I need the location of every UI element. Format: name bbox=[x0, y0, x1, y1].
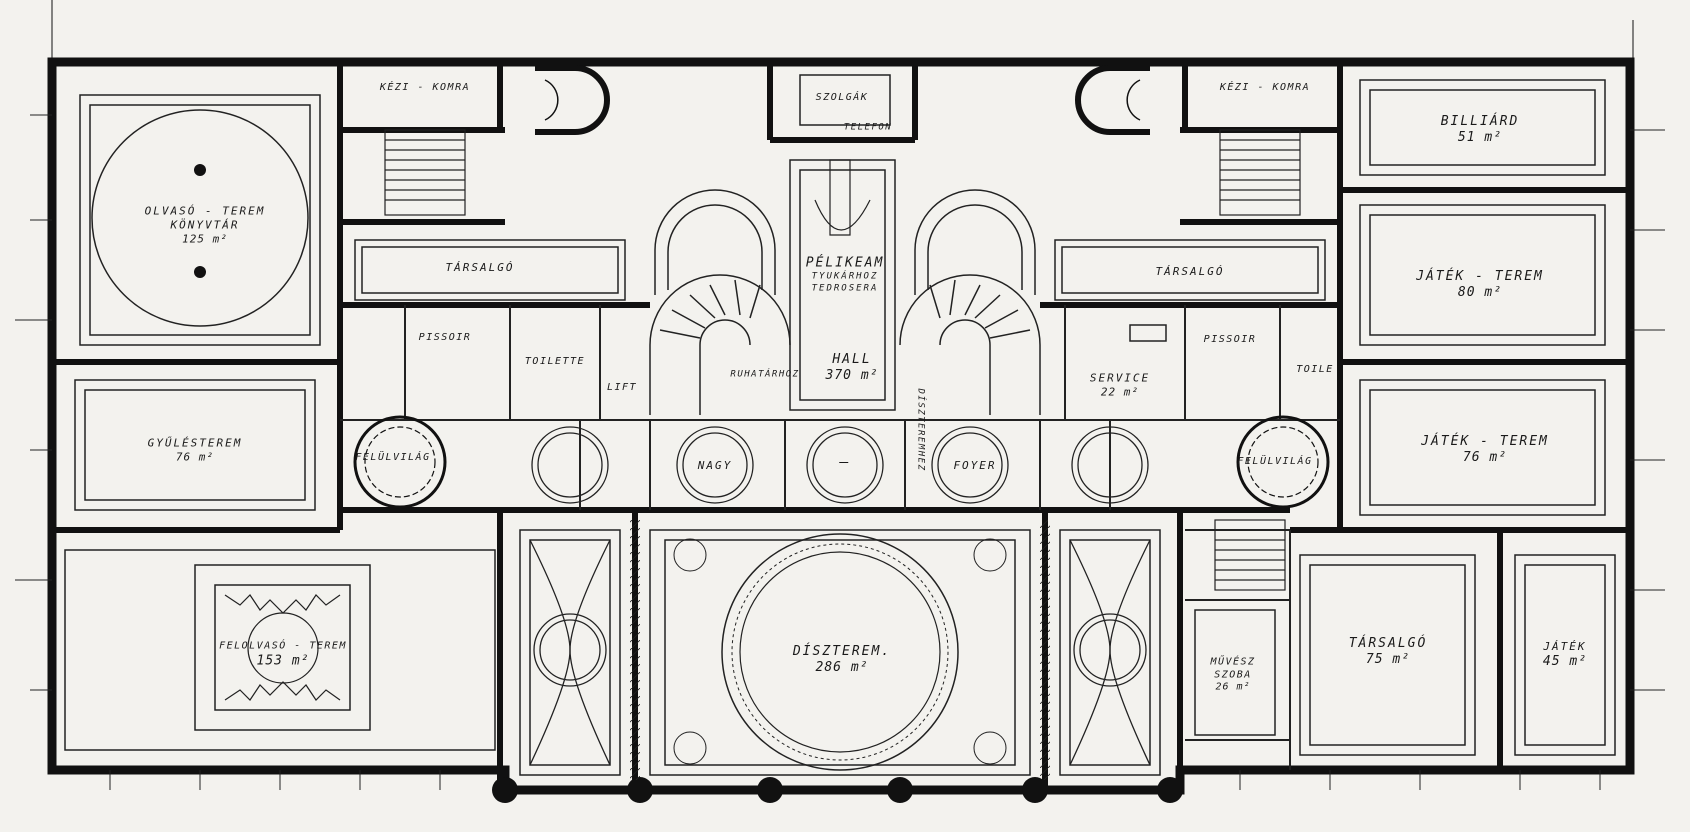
room-name: FELÜLVILÁG bbox=[1237, 455, 1313, 467]
room-area: 75 m² bbox=[1365, 652, 1411, 667]
room-name: FELÜLVILÁG bbox=[355, 451, 431, 463]
room-name: NAGY bbox=[697, 459, 733, 473]
room-area: 22 m² bbox=[1100, 385, 1140, 398]
room-name: TÁRSALGÓ bbox=[445, 261, 515, 275]
room-lift: LIFT bbox=[607, 382, 637, 395]
room-name: DÍSZTEREMHEZ bbox=[915, 388, 926, 472]
room-area: 125 m² bbox=[182, 231, 228, 245]
room-name: JÁTÉK - TEREM bbox=[1416, 268, 1544, 284]
straight-stairs bbox=[384, 129, 1301, 591]
room-name: – bbox=[839, 452, 851, 471]
room-pissoir-right: PISSOIR bbox=[1204, 334, 1257, 347]
room-name: TELEFON bbox=[843, 122, 893, 133]
room-name: MŰVÉSZ bbox=[1210, 656, 1256, 668]
foyer-ornaments bbox=[531, 426, 1149, 504]
room-lounge-75: TÁRSALGÓ 75 m² bbox=[1349, 636, 1428, 669]
room-name: KÉZI - KOMRA bbox=[379, 81, 471, 93]
label-to-ballroom: DÍSZTEREMHEZ bbox=[914, 388, 926, 472]
room-name: JÁTÉK - TEREM bbox=[1421, 433, 1549, 449]
room-billiard: BILLIÁRD 51 m² bbox=[1441, 114, 1520, 147]
room-area: 51 m² bbox=[1457, 130, 1503, 145]
room-service: SERVICE 22 m² bbox=[1090, 371, 1150, 399]
room-area: 76 m² bbox=[175, 450, 215, 463]
room-name: JÁTÉK bbox=[1543, 640, 1587, 653]
room-game-80: JÁTÉK - TEREM 80 m² bbox=[1416, 269, 1544, 302]
stair-towers bbox=[535, 65, 1150, 135]
foyer-label-dash: – bbox=[839, 453, 850, 472]
room-area: 80 m² bbox=[1457, 285, 1503, 300]
room-hand-storage-right: KÉZI - KOMRA bbox=[1220, 82, 1310, 95]
room-name: DÍSZTEREM. bbox=[792, 643, 892, 659]
room-assembly: GYŰLÉSTEREM 76 m² bbox=[148, 436, 243, 464]
dimension-ticks bbox=[15, 114, 1665, 790]
room-name: RUHATÁRHOZ bbox=[730, 369, 800, 380]
room-name: LIFT bbox=[606, 381, 638, 393]
room-game-45: JÁTÉK 45 m² bbox=[1543, 640, 1587, 670]
foyer-label-nagy: NAGY bbox=[698, 459, 733, 473]
room-hall: HALL 370 m² bbox=[826, 352, 879, 385]
room-name: GYŰLÉSTEREM bbox=[147, 436, 243, 450]
ballroom-ceiling bbox=[673, 533, 1007, 771]
room-name: KÉZI - KOMRA bbox=[1219, 81, 1311, 93]
room-name: SERVICE bbox=[1089, 371, 1151, 385]
room-ballroom: DÍSZTEREM. 286 m² bbox=[793, 644, 891, 677]
room-name: BILLIÁRD bbox=[1440, 113, 1520, 129]
label-to-cloakroom: RUHATÁRHOZ bbox=[730, 369, 799, 380]
room-name: TOILE bbox=[1296, 363, 1334, 375]
interior-walls bbox=[52, 62, 1630, 790]
skylight-label-right: FELÜLVILÁG bbox=[1237, 456, 1312, 469]
foyer-label-foyer: FOYER bbox=[953, 459, 996, 473]
room-area: 370 m² bbox=[825, 368, 879, 383]
room-name: TOILETTE bbox=[524, 355, 586, 367]
room-subname: SZOBA bbox=[1214, 668, 1252, 680]
room-name: PISSOIR bbox=[1203, 333, 1257, 345]
room-name: OLVASÓ - TEREM bbox=[144, 204, 266, 218]
room-pelikeam: PÉLIKEAM TYUKÁRHOZ TEDROSERA bbox=[806, 256, 885, 295]
room-name: PÉLIKEAM bbox=[805, 255, 885, 271]
room-name: FELOLVASÓ - TEREM bbox=[219, 640, 347, 652]
room-area: 45 m² bbox=[1542, 653, 1588, 669]
room-subname: KÖNYVTÁR bbox=[170, 218, 240, 232]
room-area: 153 m² bbox=[256, 653, 310, 669]
room-name: TÁRSALGÓ bbox=[1155, 265, 1225, 279]
room-lounge-right: TÁRSALGÓ bbox=[1156, 265, 1225, 279]
room-toile: TOILE bbox=[1296, 364, 1334, 377]
skylight-label-left: FELÜLVILÁG bbox=[355, 452, 430, 465]
room-pissoir-left: PISSOIR bbox=[419, 332, 472, 345]
spiral-stairs bbox=[649, 189, 1041, 415]
room-game-76: JÁTÉK - TEREM 76 m² bbox=[1421, 434, 1549, 467]
reading-room-ceiling bbox=[91, 109, 309, 327]
side-panel-ornaments bbox=[529, 539, 1151, 766]
room-hand-storage-left: KÉZI - KOMRA bbox=[380, 82, 470, 95]
room-artist: MŰVÉSZ SZOBA 26 m² bbox=[1210, 656, 1255, 694]
room-lounge-left: TÁRSALGÓ bbox=[446, 261, 515, 275]
room-lecture-hall: FELOLVASÓ - TEREM 153 m² bbox=[219, 641, 347, 670]
room-name: TÁRSALGÓ bbox=[1348, 635, 1428, 651]
room-area: 26 m² bbox=[1215, 681, 1251, 693]
room-subname: TEDROSERA bbox=[811, 283, 879, 294]
room-servants: SZOLGÁK bbox=[816, 92, 869, 105]
room-toilette: TOILETTE bbox=[525, 356, 585, 369]
lecture-hall-ornament bbox=[224, 594, 341, 701]
room-name: FOYER bbox=[953, 459, 997, 473]
room-name: SZOLGÁK bbox=[815, 91, 869, 103]
room-subname: TYUKÁRHOZ bbox=[811, 271, 879, 282]
room-area: 76 m² bbox=[1462, 450, 1508, 465]
room-area: 286 m² bbox=[815, 660, 869, 675]
hatched-walls bbox=[630, 324, 1167, 780]
room-reading-library: OLVASÓ - TEREM KÖNYVTÁR 125 m² bbox=[145, 204, 266, 245]
skylights bbox=[353, 415, 1330, 509]
room-name: PISSOIR bbox=[418, 331, 472, 343]
room-frames bbox=[64, 74, 1616, 776]
room-telephone: TELEFON bbox=[844, 122, 892, 133]
room-name: HALL bbox=[832, 351, 872, 367]
